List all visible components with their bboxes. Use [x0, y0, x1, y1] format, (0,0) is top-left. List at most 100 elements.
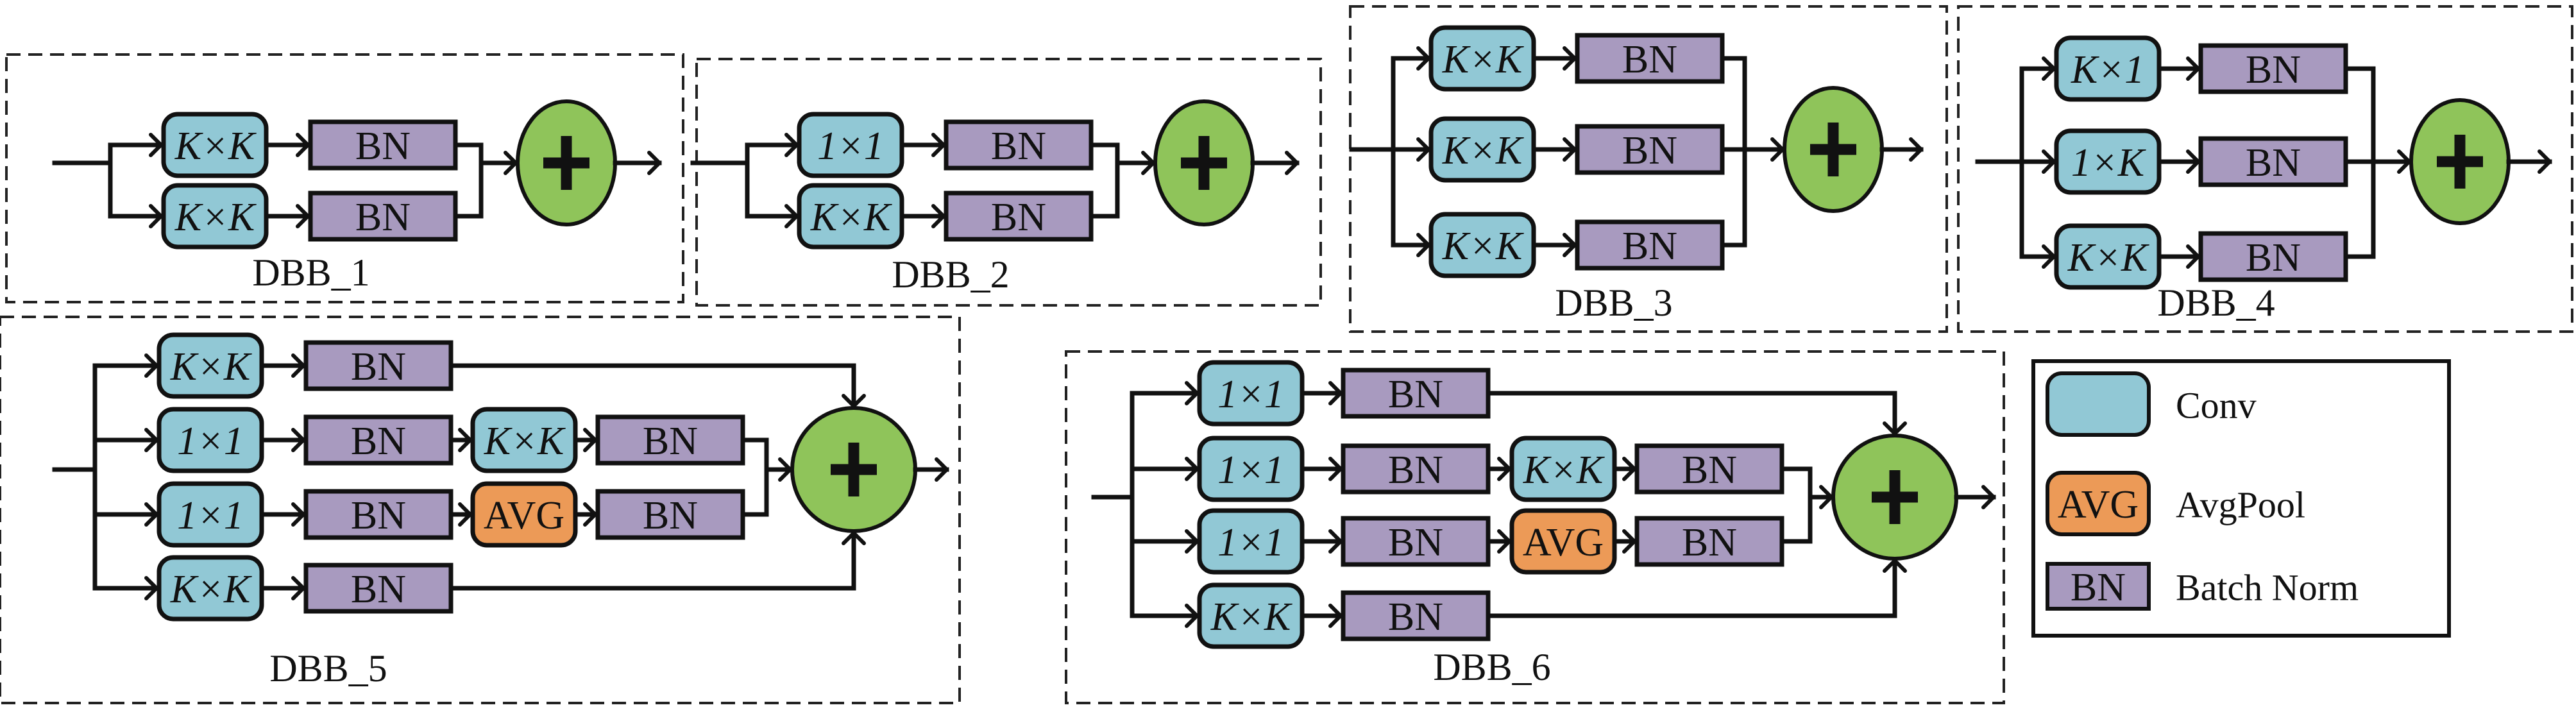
bn-block: BN — [1575, 33, 1725, 84]
bn-block: BN — [1575, 124, 1725, 175]
connector-line — [448, 530, 856, 591]
bn-block-label: BN — [355, 124, 411, 168]
arrowhead-icon — [2186, 149, 2200, 174]
arrowhead-icon — [1328, 529, 1343, 554]
bn-block-label: BN — [643, 420, 698, 463]
conv-block: K×K — [1428, 25, 1536, 92]
conv-block: K×K — [1509, 436, 1617, 502]
dashed-frame — [5, 53, 684, 303]
bn-block-label: BN — [2246, 141, 2301, 185]
arrowhead-icon — [2186, 56, 2200, 81]
conv-block-label: K×K — [810, 196, 893, 239]
sum-node — [2409, 98, 2511, 225]
bn-block-label: BN — [643, 494, 698, 538]
arrowhead-icon — [1563, 137, 1577, 162]
arrowhead-icon — [647, 151, 661, 175]
bn-block-label: BN — [1682, 448, 1737, 492]
arrowhead-icon — [931, 133, 945, 157]
arrowhead-icon — [2042, 56, 2056, 81]
arrowhead-icon — [149, 133, 163, 157]
arrowhead-icon — [1328, 381, 1343, 405]
block-title: DBB_5 — [269, 647, 387, 690]
bn-swatch — [2046, 562, 2151, 611]
arrowhead-icon — [291, 428, 305, 452]
bn-block: BN — [2198, 136, 2348, 187]
bn-block: BN — [595, 489, 745, 540]
conv-block: K×K — [157, 555, 264, 622]
bn-block: BN — [1341, 443, 1491, 495]
conv-block-label: K×K — [2067, 236, 2150, 280]
bn-block: BN — [303, 489, 453, 540]
conv-block-label: 1×K — [2071, 141, 2147, 185]
avg-block-label: AVG — [1523, 521, 1604, 564]
arrowhead-icon — [144, 502, 158, 527]
arrowhead-icon — [1285, 151, 1299, 175]
conv-block: K×K — [161, 112, 269, 178]
arrowhead-icon — [1416, 46, 1430, 71]
sum-node — [516, 99, 617, 226]
arrowhead-icon — [144, 576, 158, 600]
bn-block: BN — [944, 119, 1094, 171]
conv-block: K×K — [2054, 223, 2162, 290]
legend-swatch-label: AVG — [2058, 483, 2139, 527]
conv-block: 1×1 — [157, 407, 264, 473]
arrowhead-icon — [1185, 381, 1199, 405]
connector-line — [1486, 391, 1897, 436]
bn-block-label: BN — [351, 420, 406, 463]
bn-block-shape — [595, 489, 745, 540]
bn-block-shape — [308, 191, 458, 242]
sum-node — [1153, 99, 1255, 226]
arrowhead-icon — [2042, 149, 2056, 174]
arrowhead-icon — [1185, 457, 1199, 481]
bn-block-shape — [303, 414, 453, 466]
conv-block-label: K×K — [484, 420, 566, 463]
plus-icon — [2437, 135, 2483, 189]
arrowhead-icon — [296, 204, 310, 228]
bn-block-label: BN — [1388, 521, 1443, 564]
bn-block-shape — [1634, 443, 1784, 495]
bn-block: BN — [944, 191, 1094, 242]
bn-block: BN — [308, 191, 458, 242]
arrowhead-icon — [458, 428, 472, 452]
block-title: DBB_1 — [252, 251, 369, 294]
conv-block-label: K×K — [174, 196, 257, 239]
bn-block-label: BN — [1622, 38, 1677, 81]
arrowhead-icon — [291, 502, 305, 527]
bn-block: BN — [2198, 231, 2348, 282]
conv-block: K×K — [161, 183, 269, 250]
arrowhead-icon — [2042, 244, 2056, 269]
bn-block-shape — [1341, 516, 1491, 567]
bn-block: BN — [2198, 43, 2348, 94]
bn-block-shape — [1575, 124, 1725, 175]
arrowhead-icon — [1981, 485, 1996, 509]
block-title: DBB_4 — [2157, 282, 2275, 324]
conv-block-label: K×K — [174, 124, 257, 168]
arrowhead-icon — [935, 457, 949, 482]
bn-block: BN — [1575, 219, 1725, 271]
arrowhead-icon — [296, 133, 310, 157]
conv-block: 1×K — [2054, 128, 2162, 195]
bn-block: BN — [303, 414, 453, 466]
dashed-frame — [1957, 5, 2573, 333]
conv-block-label: 1×1 — [177, 494, 244, 538]
block-title: DBB_2 — [892, 253, 1009, 296]
bn-block: BN — [1341, 368, 1491, 419]
branch-3: K×K BN — [2019, 223, 2376, 290]
branch-1: K×K BN — [108, 112, 484, 178]
branch-2: 1×K BN — [2019, 128, 2376, 195]
conv-block-label: K×K — [1442, 225, 1525, 268]
bn-block-label: BN — [991, 124, 1046, 168]
bn-block: BN — [595, 414, 745, 466]
plus-icon — [1810, 123, 1856, 176]
conv-block: K×K — [1428, 116, 1536, 183]
conv-block: 1×1 — [797, 112, 904, 178]
conv-block: K×K — [797, 183, 904, 250]
arrowhead-icon — [1328, 457, 1343, 481]
